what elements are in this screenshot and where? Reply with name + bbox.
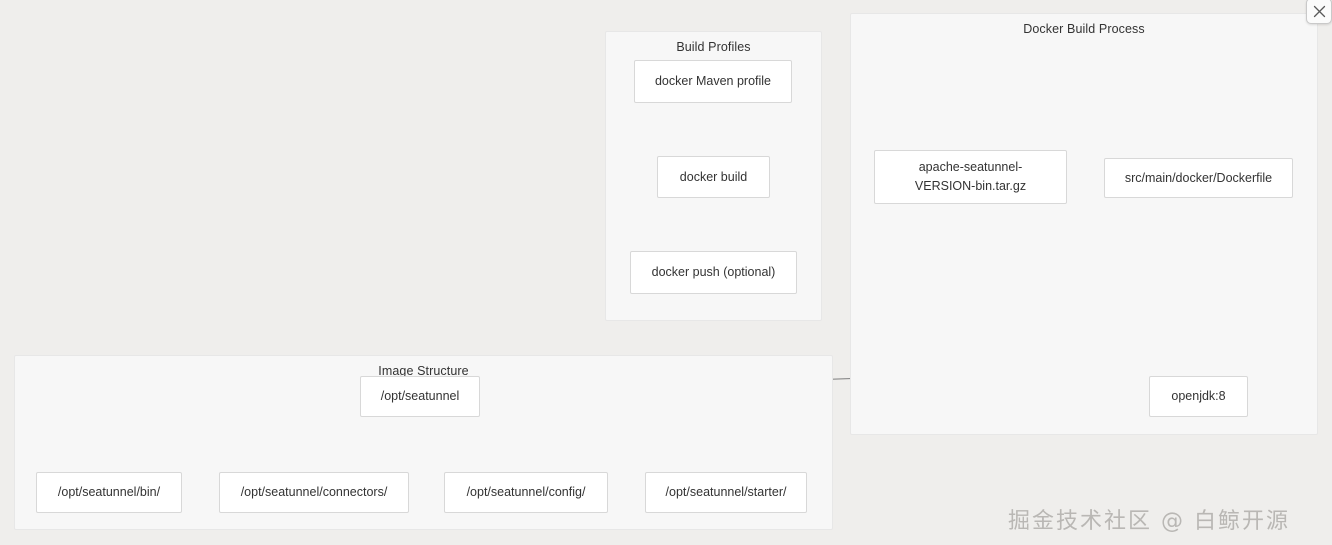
node-opt-seatunnel-starter[interactable]: /opt/seatunnel/starter/ [645, 472, 807, 513]
node-opt-seatunnel[interactable]: /opt/seatunnel [360, 376, 480, 417]
node-apache-seatunnel-tarball[interactable]: apache-seatunnel- VERSION-bin.tar.gz [874, 150, 1067, 204]
node-docker-maven-profile[interactable]: docker Maven profile [634, 60, 792, 103]
node-docker-build[interactable]: docker build [657, 156, 770, 198]
node-openjdk-base-image[interactable]: openjdk:8 [1149, 376, 1248, 417]
node-opt-seatunnel-connectors[interactable]: /opt/seatunnel/connectors/ [219, 472, 409, 513]
node-opt-seatunnel-bin[interactable]: /opt/seatunnel/bin/ [36, 472, 182, 513]
node-opt-seatunnel-config[interactable]: /opt/seatunnel/config/ [444, 472, 608, 513]
cluster-label-docker-build-process: Docker Build Process [1023, 22, 1145, 36]
close-button[interactable] [1306, 0, 1332, 24]
watermark-text: 掘金技术社区 @ 白鲸开源 [1008, 509, 1290, 534]
close-icon [1313, 5, 1325, 17]
node-docker-push-optional[interactable]: docker push (optional) [630, 251, 797, 294]
cluster-label-image-structure: Image Structure [378, 364, 469, 378]
cluster-docker-build-process: Docker Build Process [850, 13, 1318, 435]
node-dockerfile-path[interactable]: src/main/docker/Dockerfile [1104, 158, 1293, 198]
cluster-label-build-profiles: Build Profiles [676, 40, 751, 54]
